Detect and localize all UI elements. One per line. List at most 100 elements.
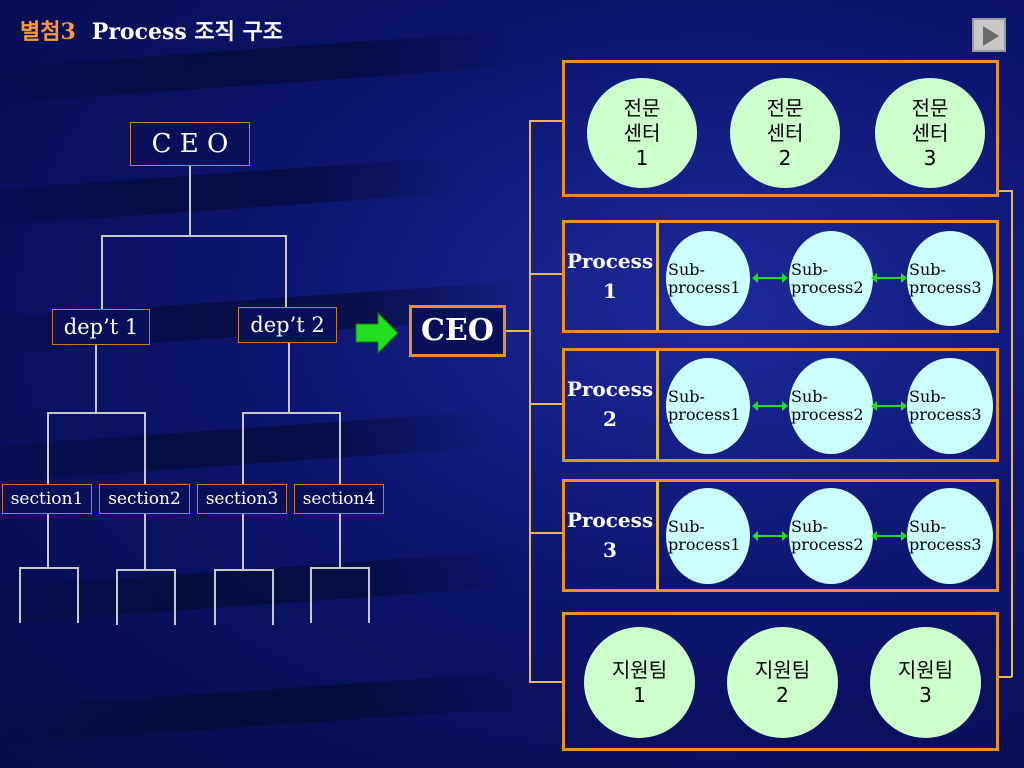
process-label: Process bbox=[566, 508, 654, 532]
connector bbox=[529, 532, 563, 534]
team-label: 지원팀 bbox=[754, 657, 811, 682]
section-2-box: section2 bbox=[99, 484, 190, 514]
connector bbox=[529, 120, 563, 122]
process-number: 3 bbox=[603, 538, 617, 562]
center-label: 센터 bbox=[623, 120, 661, 145]
bidirectional-arrow-icon bbox=[871, 273, 907, 283]
support-team-2: 지원팀 2 bbox=[727, 627, 838, 738]
bidirectional-arrow-icon bbox=[752, 531, 788, 541]
bidirectional-arrow-icon bbox=[871, 401, 907, 411]
dept-2-box: dep’t 2 bbox=[238, 307, 337, 343]
section-3-box: section3 bbox=[197, 484, 287, 514]
center-ceo-box: CEO bbox=[409, 305, 506, 357]
expert-center-group bbox=[562, 60, 999, 197]
sub-process-3-1: Sub-process1 bbox=[666, 488, 750, 584]
connector bbox=[214, 569, 216, 625]
connector bbox=[47, 514, 49, 568]
sub-label: process3 bbox=[909, 277, 982, 297]
sub-label: Sub- bbox=[668, 517, 705, 536]
sub-label: Sub- bbox=[909, 517, 946, 536]
connector bbox=[77, 567, 79, 623]
sub-label: process2 bbox=[791, 535, 864, 554]
connector bbox=[116, 569, 175, 571]
center-label: 센터 bbox=[766, 120, 804, 145]
connector bbox=[998, 676, 1012, 678]
sub-label: process2 bbox=[791, 405, 864, 424]
connector bbox=[339, 412, 341, 484]
bidirectional-arrow-icon bbox=[871, 531, 907, 541]
connector bbox=[310, 567, 369, 569]
sub-label: Sub- bbox=[791, 517, 828, 536]
connector bbox=[47, 412, 145, 414]
team-label: 지원팀 bbox=[611, 657, 668, 682]
title-text: Process 조직 구조 bbox=[91, 19, 284, 45]
expert-center-3: 전문 센터 3 bbox=[875, 78, 985, 188]
sub-process-2-3: Sub-process3 bbox=[907, 358, 993, 454]
section-4-box: section4 bbox=[294, 484, 384, 514]
process-label: Process bbox=[566, 377, 654, 401]
sub-label: process1 bbox=[668, 535, 741, 554]
connector bbox=[529, 681, 563, 683]
connector bbox=[19, 567, 78, 569]
sub-process-2-2: Sub-process2 bbox=[789, 358, 873, 454]
connector bbox=[101, 235, 103, 309]
process-1-group bbox=[562, 220, 999, 333]
sub-label: process2 bbox=[791, 277, 864, 297]
sub-label: Sub- bbox=[909, 259, 946, 279]
sub-process-1-1: Sub-process1 bbox=[666, 231, 750, 326]
slide-title: 별첨3 Process 조직 구조 bbox=[20, 14, 283, 46]
bidirectional-arrow-icon bbox=[752, 401, 788, 411]
expert-center-1: 전문 센터 1 bbox=[587, 78, 697, 188]
connector bbox=[529, 403, 563, 405]
support-team-group bbox=[562, 612, 999, 751]
connector bbox=[506, 330, 530, 332]
process-3-title: Process 3 bbox=[565, 505, 655, 565]
connector bbox=[95, 345, 97, 413]
center-label: 전문 bbox=[766, 95, 804, 120]
process-2-group bbox=[562, 348, 999, 462]
appendix-label: 별첨3 bbox=[20, 19, 76, 45]
center-label: 전문 bbox=[623, 95, 661, 120]
connector bbox=[116, 569, 118, 625]
connector bbox=[1011, 190, 1013, 677]
sub-process-1-3: Sub-process3 bbox=[907, 231, 993, 326]
sub-label: process3 bbox=[909, 405, 982, 424]
process-label: Process bbox=[566, 249, 654, 273]
process-2-title: Process 2 bbox=[565, 374, 655, 434]
connector bbox=[47, 412, 49, 484]
connector bbox=[339, 514, 341, 568]
process-number: 2 bbox=[603, 407, 617, 431]
connector bbox=[285, 235, 287, 307]
connector bbox=[368, 567, 370, 623]
dept-1-box: dep’t 1 bbox=[52, 309, 150, 345]
sub-label: Sub- bbox=[909, 387, 946, 406]
support-team-1: 지원팀 1 bbox=[584, 627, 695, 738]
connector bbox=[272, 569, 274, 625]
sub-label: process3 bbox=[909, 535, 982, 554]
center-label: 센터 bbox=[911, 120, 949, 145]
left-ceo-box: C E O bbox=[130, 122, 250, 166]
sub-label: Sub- bbox=[791, 387, 828, 406]
sub-label: Sub- bbox=[668, 387, 705, 406]
center-number: 1 bbox=[635, 145, 649, 170]
transition-arrow-icon bbox=[355, 311, 399, 355]
connector bbox=[529, 120, 531, 683]
connector bbox=[288, 343, 290, 413]
divider bbox=[656, 350, 659, 460]
process-1-title: Process 1 bbox=[565, 246, 655, 306]
sub-label: Sub- bbox=[791, 259, 828, 279]
support-team-3: 지원팀 3 bbox=[870, 627, 981, 738]
connector bbox=[174, 569, 176, 625]
sub-process-3-3: Sub-process3 bbox=[907, 488, 993, 584]
sub-label: Sub- bbox=[668, 259, 705, 279]
team-number: 3 bbox=[919, 682, 932, 707]
connector bbox=[144, 412, 146, 484]
center-label: 전문 bbox=[911, 95, 949, 120]
next-slide-button[interactable] bbox=[972, 18, 1006, 52]
connector bbox=[242, 514, 244, 570]
team-label: 지원팀 bbox=[897, 657, 954, 682]
connector bbox=[242, 412, 244, 484]
connector bbox=[189, 166, 191, 236]
connector bbox=[101, 235, 287, 237]
connector bbox=[214, 569, 273, 571]
